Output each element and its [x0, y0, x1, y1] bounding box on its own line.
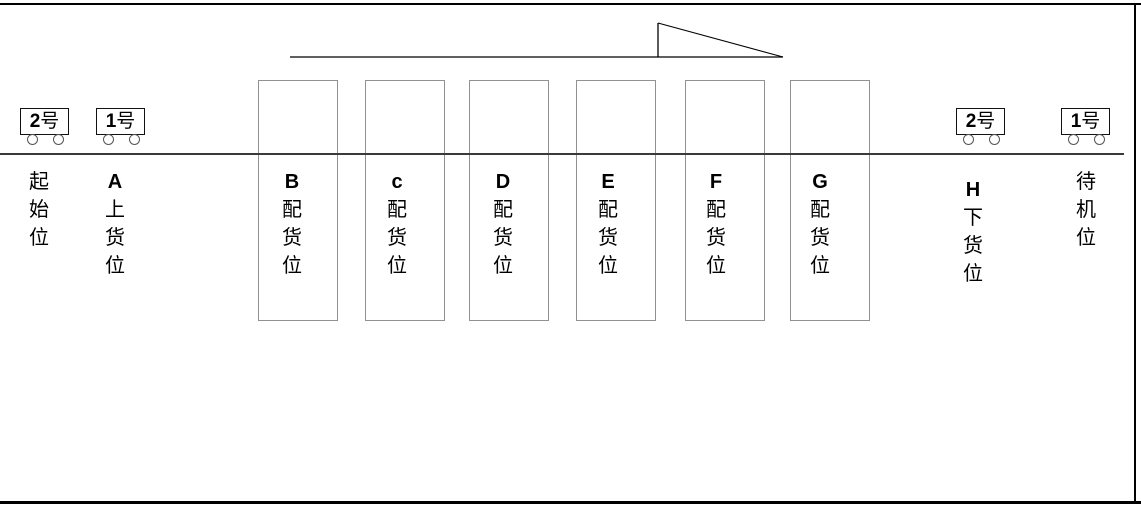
station-box-g	[790, 80, 870, 321]
station-label-g: G 配 货 位	[810, 171, 830, 277]
frame-right-border	[1134, 3, 1136, 504]
cart-label: 2号	[20, 108, 69, 135]
station-label-d: D 配 货 位	[493, 171, 513, 277]
flag-marker	[290, 22, 784, 58]
cart-label: 2号	[956, 108, 1005, 135]
station-label-a: A 上 货 位	[105, 171, 125, 277]
station-label-standby: 待 机 位	[1076, 171, 1096, 249]
wheel-icon	[103, 134, 114, 145]
cart-1-left: 1号	[96, 108, 145, 148]
station-box-e	[576, 80, 656, 321]
frame-bottom-border	[0, 501, 1141, 504]
wheel-icon	[1094, 134, 1105, 145]
station-label-f: F 配 货 位	[706, 171, 726, 277]
cart-2-right: 2号	[956, 108, 1005, 148]
station-label-start: 起 始 位	[29, 171, 49, 249]
wheel-icon	[53, 134, 64, 145]
wheel-icon	[27, 134, 38, 145]
station-box-b	[258, 80, 338, 321]
frame-top-border	[0, 3, 1141, 5]
station-label-c: c 配 货 位	[387, 171, 407, 277]
cart-2-left: 2号	[20, 108, 69, 148]
wheel-icon	[129, 134, 140, 145]
station-label-h: H 下 货 位	[963, 179, 983, 285]
wheel-icon	[963, 134, 974, 145]
station-box-d	[469, 80, 549, 321]
cart-label: 1号	[96, 108, 145, 135]
station-label-e: E 配 货 位	[598, 171, 618, 277]
wheel-icon	[1068, 134, 1079, 145]
track-line	[0, 153, 1124, 155]
station-label-b: B 配 货 位	[282, 171, 302, 277]
wheel-icon	[989, 134, 1000, 145]
station-box-f	[685, 80, 765, 321]
station-box-c	[365, 80, 445, 321]
cart-label: 1号	[1061, 108, 1110, 135]
cart-1-right: 1号	[1061, 108, 1110, 148]
